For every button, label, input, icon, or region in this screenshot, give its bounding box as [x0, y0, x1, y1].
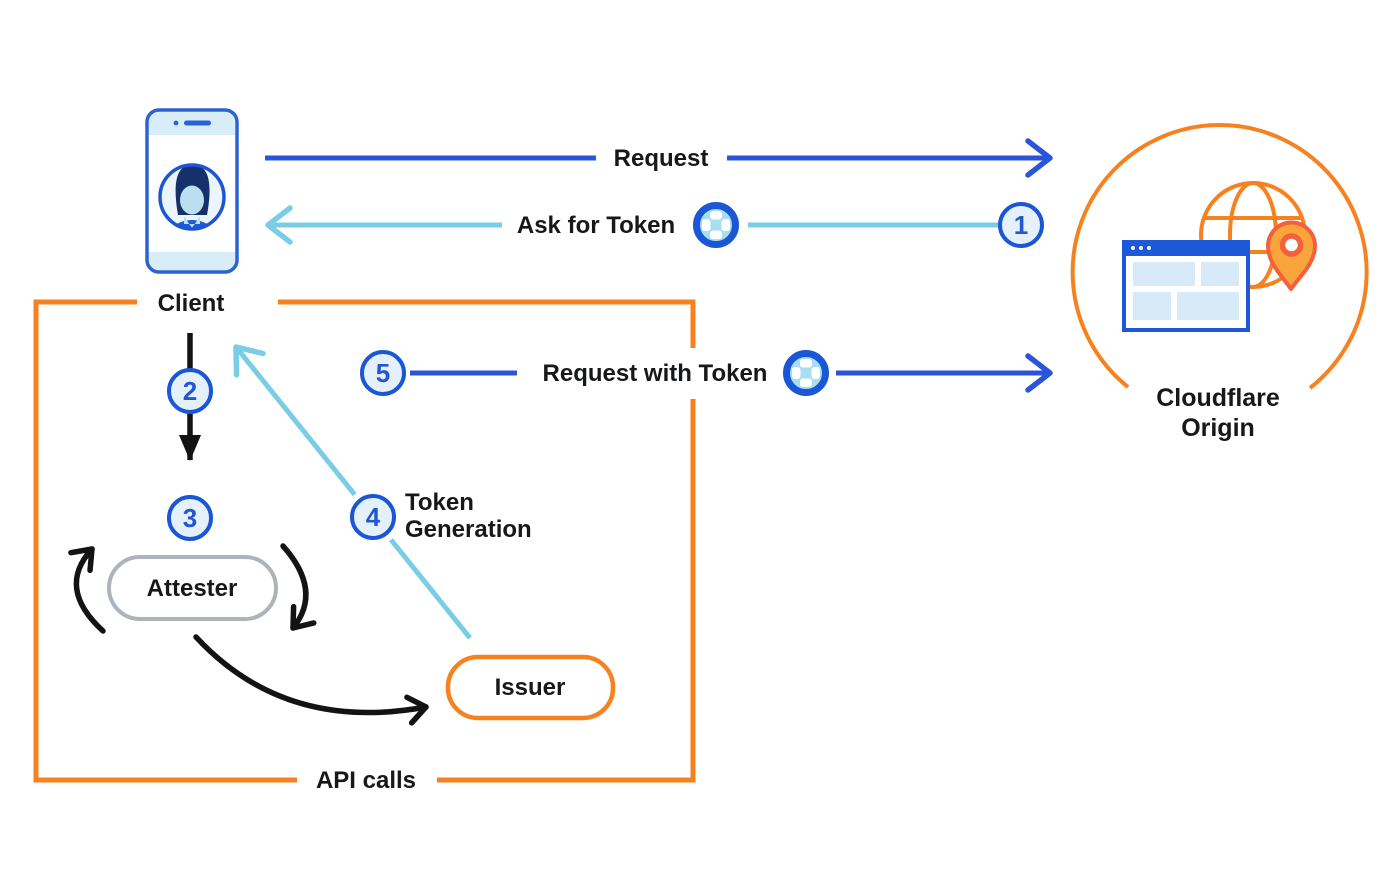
request-label: Request	[613, 144, 709, 172]
location-pin-icon	[1266, 220, 1317, 291]
origin-label: Cloudflare Origin	[1156, 383, 1280, 443]
api-calls-box	[33, 299, 696, 783]
token-generation-label: Token Generation	[405, 489, 532, 543]
attestation-cycle-arrows	[68, 543, 429, 726]
token-icon	[787, 354, 826, 393]
token-generation-line1: Token	[405, 489, 474, 516]
origin-label-line1: Cloudflare	[1156, 384, 1280, 412]
step-badge-2: 2	[167, 368, 213, 414]
step-badge-4: 4	[350, 494, 396, 540]
request-with-token-label: Request with Token	[542, 359, 768, 387]
issuer-label: Issuer	[494, 673, 566, 701]
browser-window-icon	[1122, 240, 1250, 332]
issuer-node	[445, 654, 616, 721]
attester-node	[107, 555, 278, 621]
step-badge-3: 3	[167, 495, 213, 541]
token-generation-line2: Generation	[405, 516, 532, 543]
token-icon	[697, 206, 736, 245]
step-badge-5: 5	[360, 350, 406, 396]
client-phone-icon	[145, 108, 239, 274]
step-badge-1: 1	[998, 202, 1044, 248]
ask-for-token-label: Ask for Token	[516, 211, 676, 239]
origin-icon	[1070, 123, 1369, 390]
attester-label: Attester	[146, 574, 238, 602]
client-label: Client	[157, 289, 225, 317]
token-generation-arrow	[233, 344, 472, 640]
origin-label-line2: Origin	[1181, 414, 1255, 442]
api-calls-label: API calls	[315, 766, 417, 794]
